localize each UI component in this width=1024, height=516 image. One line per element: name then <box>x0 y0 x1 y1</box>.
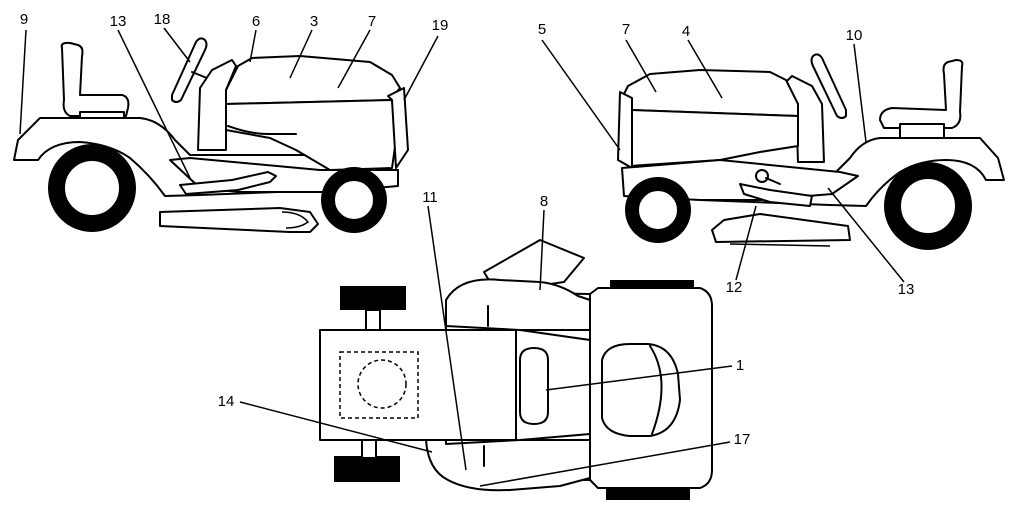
steering-wheel-left <box>171 37 208 103</box>
callout-7-left: 7 <box>368 13 376 30</box>
callout-11: 11 <box>422 189 438 206</box>
top-rear-deck <box>319 329 517 441</box>
callout-10: 10 <box>846 27 863 44</box>
tractor-left-side-view <box>13 37 409 233</box>
top-front-wheel-bottom <box>606 486 690 500</box>
steering-wheel-right <box>810 53 847 119</box>
tractor-right-side-view <box>617 53 1005 250</box>
deck-lever-left <box>179 171 277 195</box>
callout-7-right: 7 <box>622 21 630 38</box>
callout-13-right: 13 <box>898 281 915 298</box>
callout-6: 6 <box>252 13 260 30</box>
top-rear-wheel-top <box>340 286 406 310</box>
callout-19: 19 <box>432 17 449 34</box>
front-grille-right <box>617 91 633 169</box>
callout-4: 4 <box>682 23 690 40</box>
callout-12: 12 <box>726 279 743 296</box>
callout-18: 18 <box>154 11 171 28</box>
callout-labels: 9 13 18 6 3 7 19 5 7 4 10 12 13 11 8 1 1… <box>20 11 915 448</box>
seat-post-right <box>899 123 945 139</box>
callout-9: 9 <box>20 11 28 28</box>
callout-1: 1 <box>736 357 744 374</box>
seat-left <box>60 41 130 117</box>
mower-deck-right <box>711 213 851 243</box>
top-fender-upper <box>445 278 591 331</box>
seat-right <box>879 59 964 129</box>
callout-5: 5 <box>538 21 546 38</box>
callout-3: 3 <box>310 13 318 30</box>
dash-console-left <box>197 59 237 151</box>
callout-leaders <box>19 27 905 487</box>
top-rear-wheel-bottom <box>334 456 400 482</box>
hood-left <box>225 55 401 105</box>
top-hood-oval <box>601 343 681 437</box>
engine-panel-right <box>629 109 799 167</box>
callout-8: 8 <box>540 193 548 210</box>
mower-deck-left <box>159 207 319 233</box>
deck-lever-right <box>739 183 813 207</box>
tractor-top-view <box>319 239 713 500</box>
callout-14: 14 <box>218 393 235 410</box>
top-engine-oval <box>519 347 549 425</box>
callout-13-left: 13 <box>110 13 127 30</box>
top-fender-lower <box>425 439 591 492</box>
callout-17: 17 <box>734 431 751 448</box>
front-grille-left <box>387 87 409 169</box>
